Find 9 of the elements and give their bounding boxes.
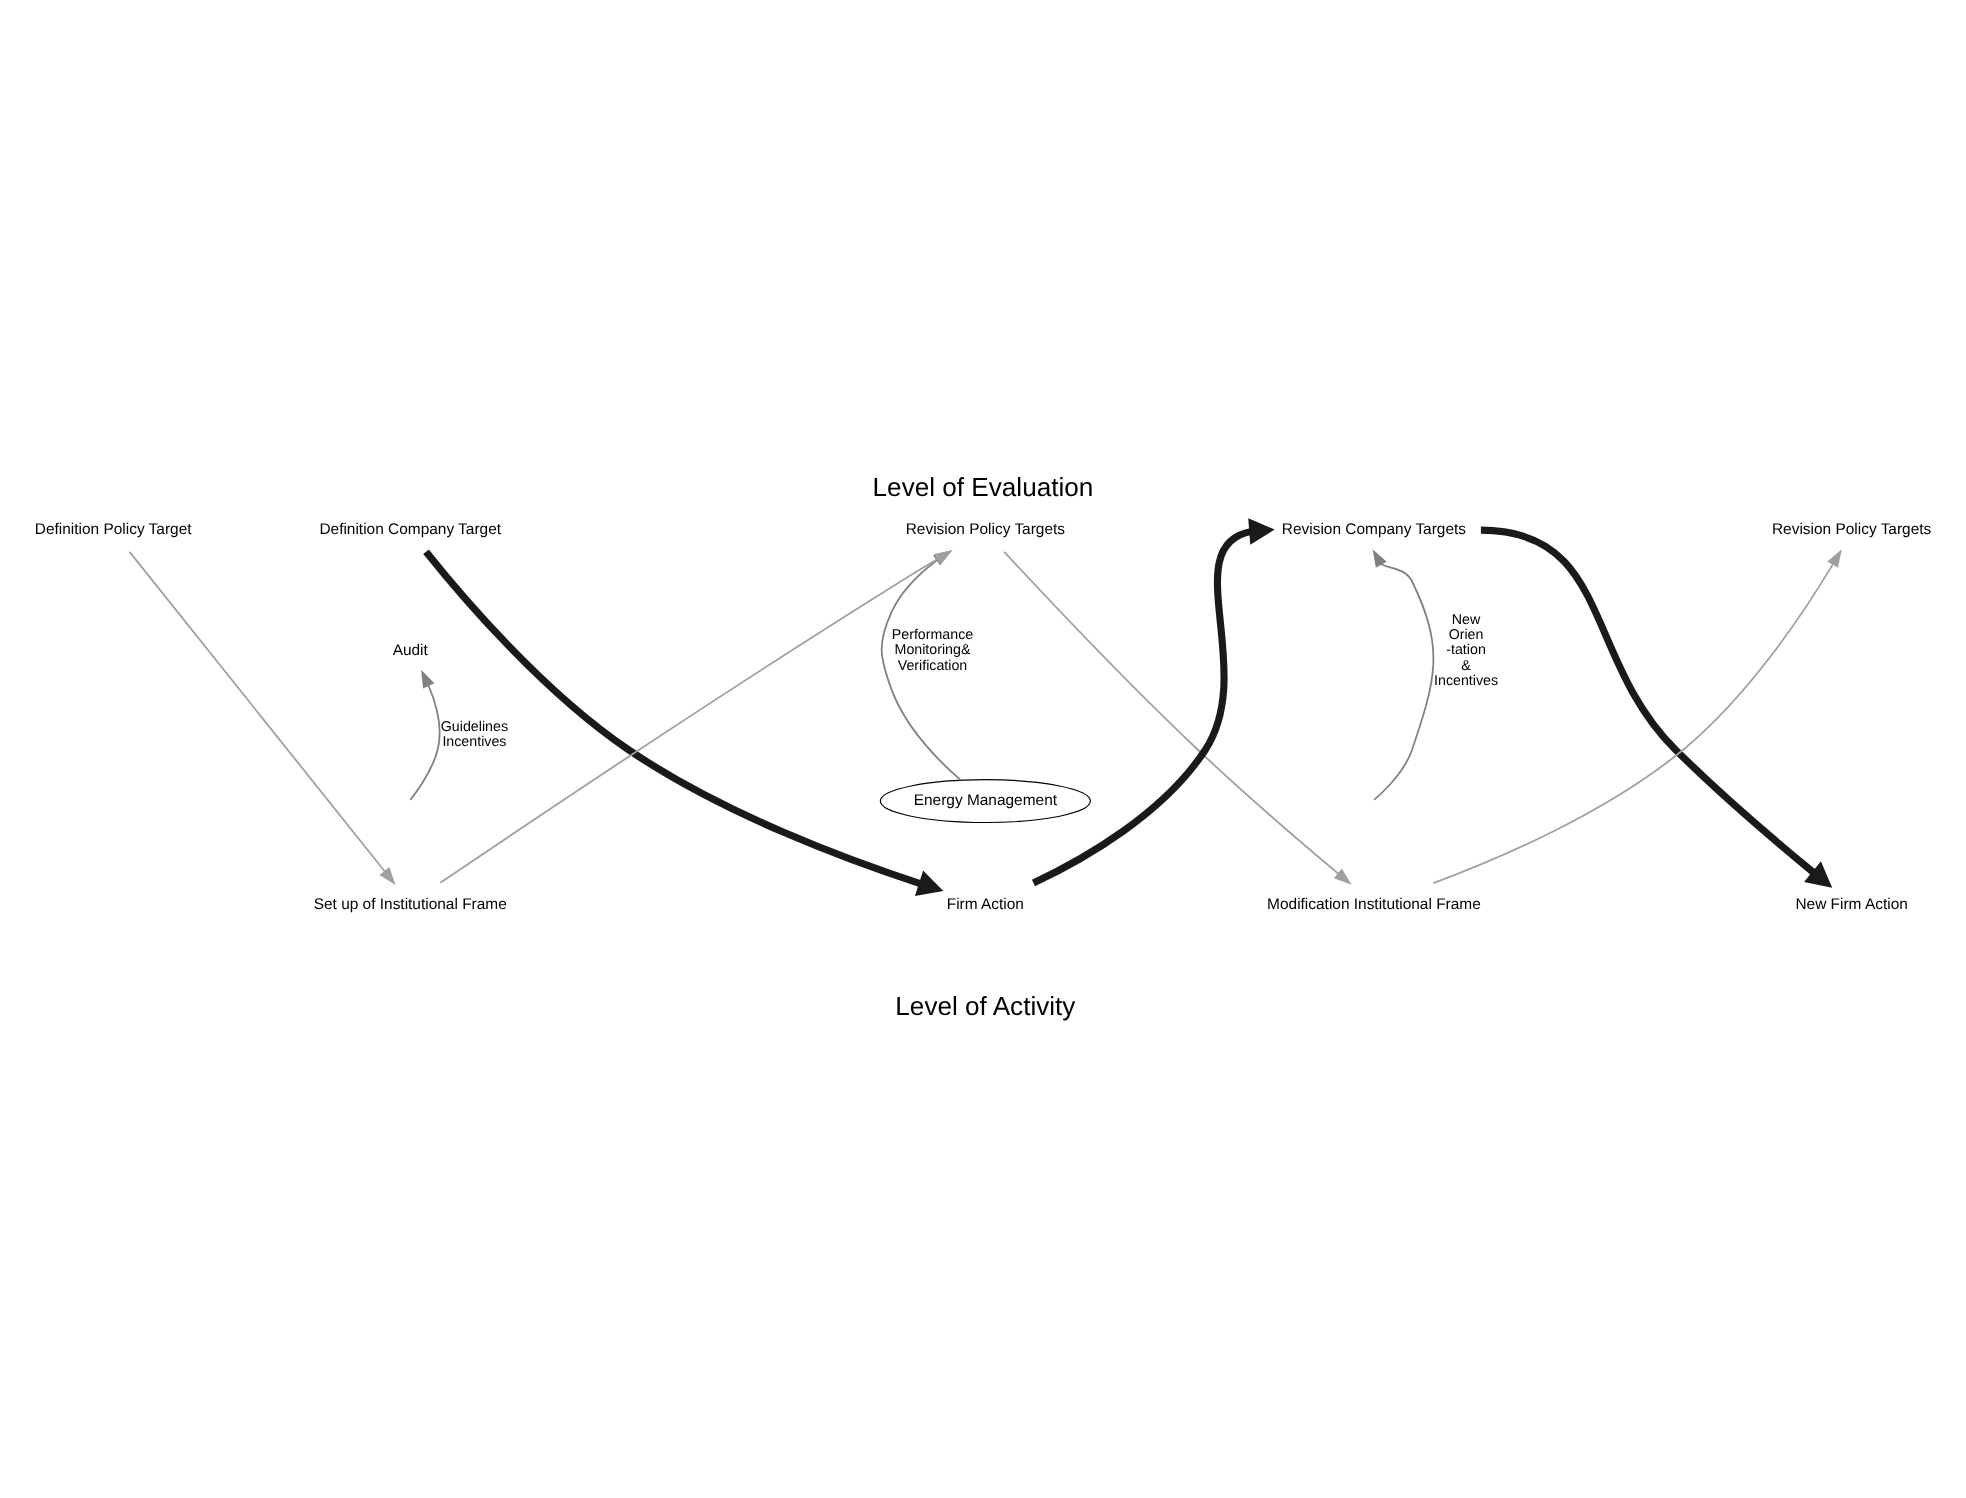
- label: Level of Activity: [895, 989, 1076, 1020]
- diagram-title: Level of Evaluation: [872, 471, 1094, 502]
- arrow: [128, 550, 396, 884]
- arrow: [1372, 548, 1435, 800]
- arrow: [1432, 548, 1842, 883]
- arrow: [1003, 549, 1352, 884]
- arrow: [1480, 525, 1833, 887]
- arrow: [1031, 517, 1275, 886]
- arrow: [409, 668, 441, 800]
